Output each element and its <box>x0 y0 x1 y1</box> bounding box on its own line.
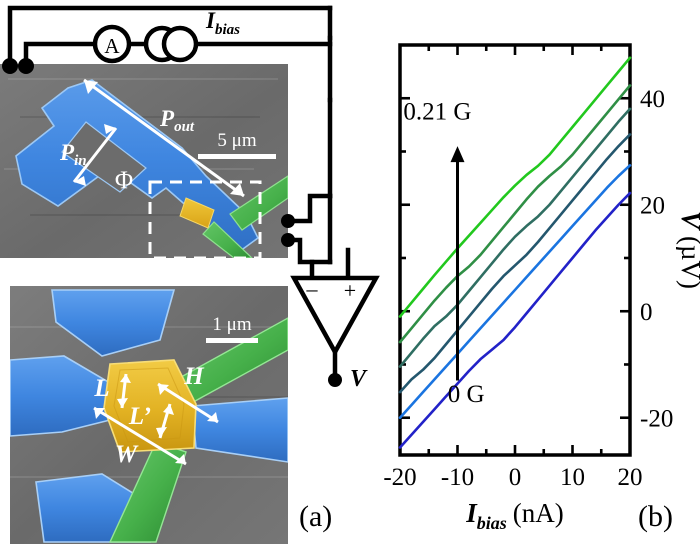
scalebar-5um-label: 5 μm <box>217 130 256 151</box>
arrow-L <box>117 373 131 409</box>
sem-bottom-svg: 1 μm L H L’ <box>10 286 288 544</box>
y-axis-title: V(µV) <box>676 211 700 289</box>
ammeter-label: A <box>104 34 120 58</box>
junction-yellow <box>179 197 215 229</box>
y-tick-label: 40 <box>640 86 665 113</box>
label-H: H <box>183 363 205 390</box>
scalebar-1um-label: 1 μm <box>212 314 251 335</box>
y-tick-label: 0 <box>640 299 653 326</box>
field-max-label: 0.21 G <box>403 99 471 126</box>
x-tick-label: 0 <box>509 464 522 491</box>
field-min-label: 0 G <box>448 381 485 408</box>
voltage-sense-wires <box>283 97 351 281</box>
lead-top <box>51 289 176 357</box>
differential-amplifier: – + <box>290 275 380 387</box>
sem-top-svg: 5 μm Pout Pin Φ <box>0 64 288 258</box>
x-tick-label: -10 <box>441 464 474 491</box>
iv-curve-2 <box>398 107 632 368</box>
p-out-arrow <box>83 78 245 198</box>
x-tick-label: 20 <box>618 464 643 491</box>
iv-curve-4 <box>398 164 632 420</box>
gate-lower <box>108 441 187 543</box>
x-axis-ticks <box>398 45 632 455</box>
loop-hole-flux <box>61 121 147 193</box>
y-axis-tick-labels: -20 0 20 40 <box>640 86 673 432</box>
y-axis-title-unit: (µV) <box>676 236 700 289</box>
label-W: W <box>115 441 139 468</box>
amp-plus-label: + <box>344 278 356 303</box>
y-tick-label: 20 <box>640 193 665 220</box>
iv-curves <box>398 56 632 449</box>
iv-curve-1 <box>398 84 632 344</box>
panel-label-a: (a) <box>299 500 333 533</box>
arrow-H <box>157 382 219 424</box>
panel-label-b: (b) <box>638 500 673 533</box>
current-source-sub: bias <box>215 22 240 38</box>
flux-phi-label: Φ <box>115 167 133 194</box>
gate-electrodes-zoom <box>108 317 288 543</box>
chart-annotations: 0.21 G 0 G <box>403 99 484 408</box>
label-L: L <box>93 375 109 402</box>
p-in-arrow <box>72 124 118 186</box>
x-axis-tick-labels: -20 -10 0 10 20 <box>383 464 642 491</box>
junction-region <box>179 197 215 229</box>
ammeter: A <box>92 24 132 64</box>
amp-minus-label: – <box>306 276 319 301</box>
sem-image-zoom: 1 μm L H L’ <box>10 286 288 544</box>
voltage-output-label: V <box>350 366 368 392</box>
x-axis-title: Ibias(nA) <box>465 498 564 533</box>
iv-curve-5 <box>398 191 632 449</box>
x-axis-title-sub: bias <box>477 513 507 533</box>
x-tick-label: -20 <box>383 464 416 491</box>
current-source <box>143 25 199 63</box>
current-source-label: Ibias <box>205 8 240 38</box>
iv-curve-3 <box>398 133 632 394</box>
p-out-sub: out <box>174 119 195 135</box>
gate-lower <box>202 221 253 258</box>
plot-frame <box>398 43 632 457</box>
y-tick-label: -20 <box>640 406 673 433</box>
x-tick-label: 10 <box>560 464 585 491</box>
arrow-L-prime <box>156 403 174 439</box>
p-in-sub: in <box>74 153 87 169</box>
label-L-prime: L’ <box>128 403 151 430</box>
sem-image-overview: 5 μm Pout Pin Φ <box>0 64 288 258</box>
x-axis-title-unit: (nA) <box>513 498 564 528</box>
voltage-output-dot <box>328 373 342 387</box>
field-arrow-head <box>450 146 465 163</box>
iv-curve-0 <box>398 56 632 318</box>
arrow-W <box>93 406 187 466</box>
zoom-region-box <box>148 180 262 258</box>
scalebar-5um: 5 μm <box>198 130 276 159</box>
scalebar-1um: 1 μm <box>206 314 258 343</box>
